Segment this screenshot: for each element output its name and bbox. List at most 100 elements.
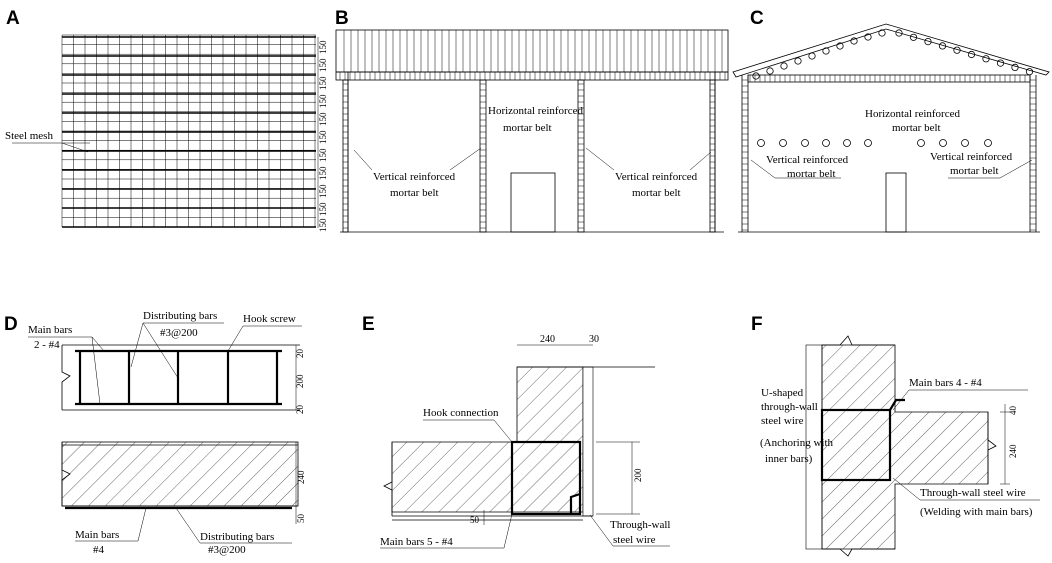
dim-label: 150: [318, 202, 328, 216]
roof-bolt: [996, 59, 1005, 67]
distributing-bars-spec: #3@200: [160, 327, 198, 339]
steel-mesh-grid: [61, 34, 316, 228]
dim-label: 150: [318, 112, 328, 126]
panel-d: D Main bars 2 - #4 Distributing bars #3@…: [4, 310, 306, 556]
dim-label: 150: [318, 218, 328, 232]
roof-bolt: [895, 29, 903, 37]
roof-ribs: [343, 30, 723, 72]
vertical-belt-label-left: Vertical reinforced: [373, 171, 456, 183]
dim-50: 50: [296, 514, 306, 524]
panel-c: C Horizontal reinforced mortar belt Vert…: [732, 8, 1050, 233]
dim-label: 150: [318, 76, 328, 90]
distributing-bars-label: Distributing bars: [143, 310, 217, 322]
panel-b: B Horizontal reinforced mortar belt Vert…: [335, 8, 729, 233]
wall-hole: [864, 139, 872, 147]
u-shaped-label-1: U-shaped: [761, 387, 804, 399]
roof-truss: [752, 29, 1034, 80]
main-bars-section-label: Main bars: [75, 529, 119, 541]
door-c: [885, 172, 907, 233]
roof-c: [732, 23, 1050, 78]
wall-f: [821, 344, 989, 550]
dim-label: 150: [318, 40, 328, 54]
roof-bolt: [1025, 68, 1034, 76]
roof-bolt: [864, 33, 872, 41]
dim-label: 150: [318, 58, 328, 72]
roof-bolt: [967, 50, 976, 59]
panel-c-letter: C: [750, 8, 764, 29]
vertical-belt-label-right: Vertical reinforced: [615, 171, 698, 183]
main-bars-label-e: Main bars 5 - #4: [380, 536, 453, 548]
vertical-belt-label-left-2: mortar belt: [390, 187, 439, 199]
hook-screw-label: Hook screw: [243, 313, 296, 325]
wall-hole: [822, 139, 830, 147]
roof-bolt: [822, 47, 830, 55]
roof-bolt: [850, 37, 858, 45]
main-bars-count: 2 - #4: [34, 339, 60, 351]
roof-bolt: [878, 29, 886, 37]
roof-bolt: [752, 72, 760, 80]
dim-label: 150: [318, 130, 328, 144]
dim-label: 150: [318, 184, 328, 198]
roof-bolt: [924, 37, 932, 46]
distributing-bars-section-spec: #3@200: [208, 544, 246, 556]
vertical-belt-label-c-left-2: mortar belt: [787, 168, 836, 180]
dim-240-e: 240: [540, 334, 555, 345]
reinforced-belts: [335, 71, 729, 233]
horizontal-belt: [335, 71, 729, 81]
wall-hole: [961, 139, 969, 147]
welding-label-f: (Welding with main bars): [920, 506, 1033, 518]
roof-bolt: [982, 55, 990, 63]
door-b: [510, 172, 556, 233]
u-shaped-label-3: steel wire: [761, 415, 804, 427]
main-bars-label: Main bars: [28, 324, 72, 336]
dim-40-f: 40: [1008, 406, 1018, 416]
wall-hole: [757, 139, 765, 147]
u-shaped-label-5: inner bars): [765, 453, 813, 465]
panel-f: F Main bars 4 - #4 U-shaped through-wall…: [751, 314, 1040, 557]
roof-bolt: [808, 52, 816, 60]
wall-hole: [917, 139, 925, 147]
roof-bolt: [794, 57, 802, 65]
distributing-bars-section-label: Distributing bars: [200, 531, 274, 543]
roof-bolt: [780, 62, 788, 70]
roof-bolt: [938, 42, 947, 50]
horizontal-belt-label-c-2: mortar belt: [892, 122, 941, 134]
main-bars-section-spec: #4: [93, 544, 105, 556]
horizontal-belt-label: Horizontal reinforced: [488, 105, 583, 117]
steel-mesh-label: Steel mesh: [5, 130, 53, 142]
wall-hole: [779, 139, 787, 147]
vertical-belt-label-c-right-2: mortar belt: [950, 165, 999, 177]
dim-50-e: 50: [470, 515, 480, 525]
dim-200-e: 200: [633, 468, 643, 482]
panel-d-letter: D: [4, 314, 18, 335]
u-shaped-wire: [820, 408, 892, 482]
roof-bolt: [953, 46, 961, 54]
dim-label: 150: [318, 94, 328, 108]
panel-e: E 240 30 Hook connection 200 50 Main bar…: [362, 314, 670, 549]
hook-connection-label: Hook connection: [423, 407, 499, 419]
mesh-dimensions: 150 150 150 150 150 150 150 150 150 150 …: [317, 37, 328, 232]
main-bars-label-f: Main bars 4 - #4: [909, 377, 982, 389]
roof-bolt: [766, 67, 774, 75]
panel-f-letter: F: [751, 314, 763, 335]
panel-a-letter: A: [6, 8, 20, 29]
wall-e: [391, 366, 584, 513]
dim-label: 150: [318, 166, 328, 180]
through-wall-label-f: Through-wall steel wire: [920, 487, 1026, 499]
dim-30-e: 30: [589, 334, 599, 345]
vertical-belt-label-c-left: Vertical reinforced: [766, 154, 849, 166]
dim-20-top: 20: [295, 349, 305, 359]
dim-240: 240: [296, 470, 306, 484]
roof-bolt: [836, 42, 844, 50]
reinforced-belts-c: [742, 74, 1036, 231]
through-wall-label-e: Through-wall: [610, 519, 670, 531]
horizontal-belt-c: [747, 74, 1031, 83]
roof-bolt: [909, 33, 918, 41]
horizontal-belt-label-2: mortar belt: [503, 122, 552, 134]
vertical-belt-label-right-2: mortar belt: [632, 187, 681, 199]
dim-240-f: 240: [1008, 444, 1018, 458]
panel-b-letter: B: [335, 8, 349, 29]
through-wall-label-e-2: steel wire: [613, 534, 656, 546]
wall-hole: [939, 139, 947, 147]
